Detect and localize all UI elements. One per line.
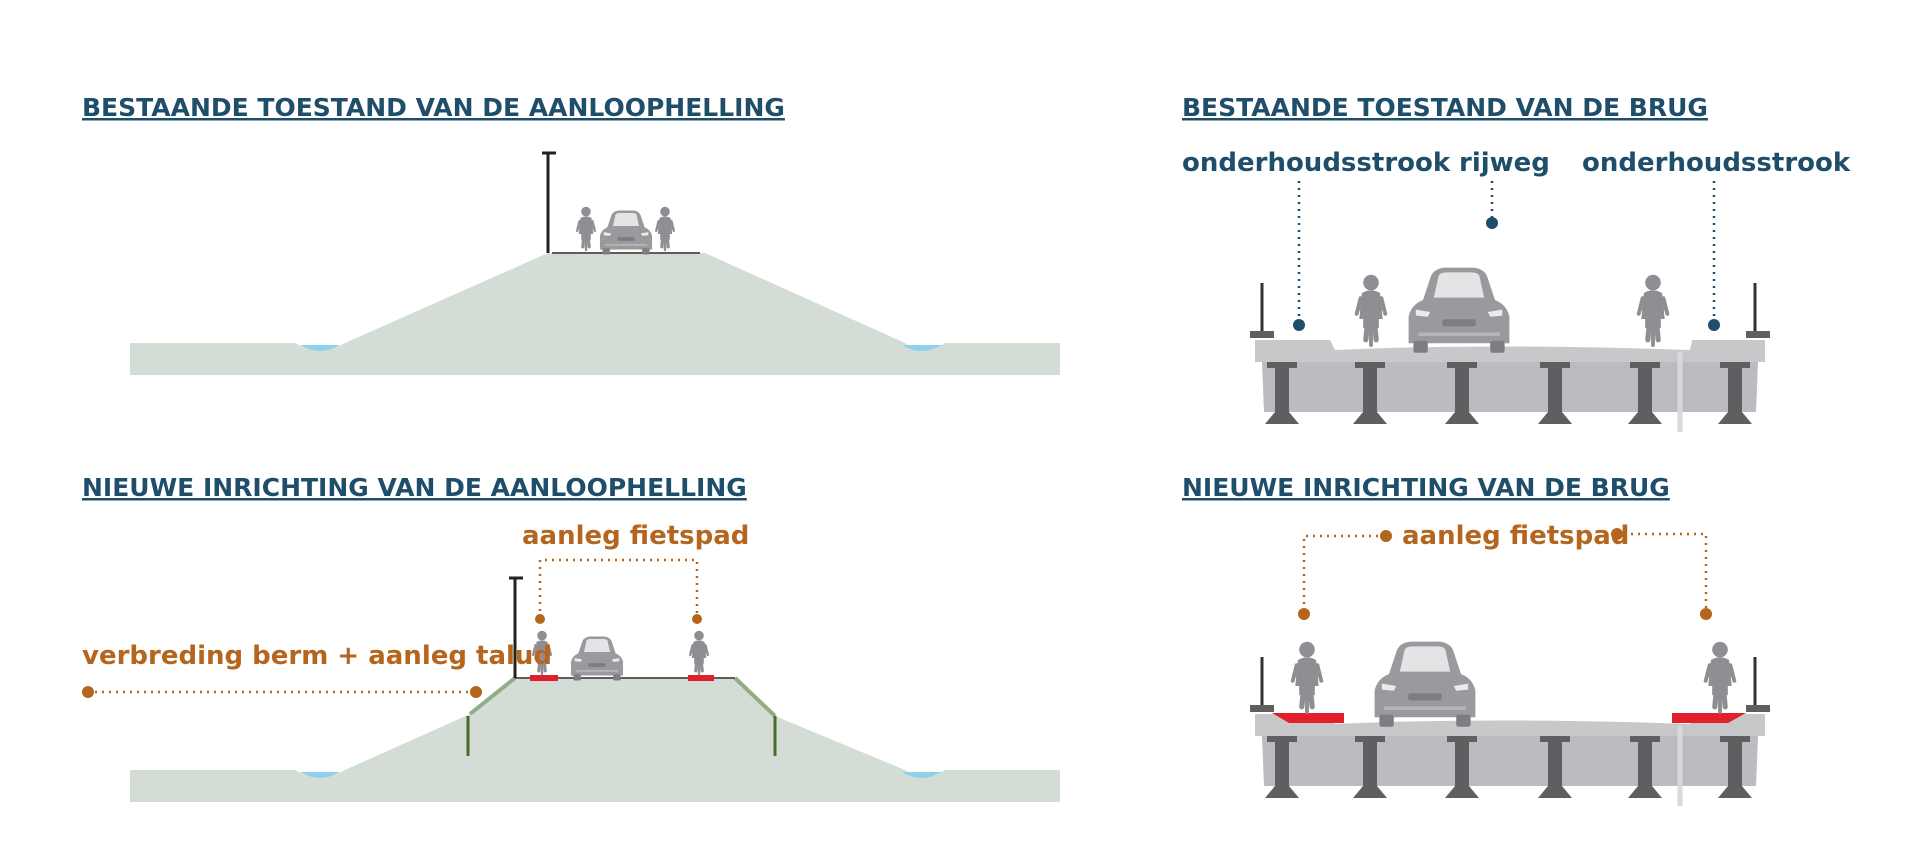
title-existing-bridge: BESTAANDE TOESTAND VAN DE BRUG <box>1182 93 1708 122</box>
leader-line <box>1302 534 1386 611</box>
leader-dot <box>1298 608 1310 620</box>
existing-ramp-section <box>130 151 1060 375</box>
leader-dot <box>82 686 94 698</box>
car-icon <box>1408 267 1510 353</box>
leader-line <box>538 558 699 618</box>
bridge-beam <box>1262 736 1758 786</box>
cyclist-icon <box>1293 642 1322 712</box>
lamp-post-icon <box>542 151 556 253</box>
bike-path <box>1672 713 1746 723</box>
railing-icon <box>1746 705 1770 712</box>
label-bike-path: aanleg fietspad <box>522 521 749 551</box>
water-ditch <box>300 345 340 351</box>
leader-dot <box>1611 528 1623 540</box>
leader-dot <box>1293 319 1305 331</box>
label-maintenance-strip-right: onderhoudsstrook <box>1582 148 1851 178</box>
water-ditch <box>300 772 340 778</box>
cyclist-icon <box>1357 275 1386 345</box>
bike-path <box>688 675 714 681</box>
title-new-ramp: NIEUWE INRICHTING VAN DE AANLOOPHELLING <box>82 473 747 502</box>
new-bridge-section: aanleg fietspad <box>1250 521 1770 806</box>
leader-dot <box>1486 217 1498 229</box>
cyclist-icon <box>1706 642 1735 712</box>
label-maintenance-strip-left: onderhoudsstrook <box>1182 148 1451 178</box>
leader-dot <box>470 686 482 698</box>
railing-icon <box>1250 705 1274 712</box>
label-roadway: rijweg <box>1459 148 1550 178</box>
title-new-bridge: NIEUWE INRICHTING VAN DE BRUG <box>1182 473 1670 502</box>
bike-path <box>530 675 558 681</box>
leader-line <box>1617 532 1708 611</box>
car-icon <box>570 636 624 681</box>
existing-bridge-section: onderhoudsstrook rijweg onderhoudsstrook <box>1182 148 1851 432</box>
railing-icon <box>1746 331 1770 338</box>
lamp-post-icon <box>509 576 523 678</box>
water-ditch <box>902 345 942 351</box>
label-bike-path: aanleg fietspad <box>1402 521 1629 551</box>
label-berm-widening: verbreding berm + aanleg talud <box>82 641 552 671</box>
leader-dot <box>1708 319 1720 331</box>
new-talud <box>733 676 777 718</box>
bridge-deck <box>1255 714 1765 736</box>
new-ramp-section: aanleg fietspad verbreding berm + aanleg… <box>82 521 1060 802</box>
bridge-deck <box>1255 340 1765 362</box>
bike-path <box>1272 713 1344 723</box>
leader-dot <box>535 614 545 624</box>
title-existing-ramp: BESTAANDE TOESTAND VAN DE AANLOOPHELLING <box>82 93 785 122</box>
cyclist-icon <box>688 629 710 676</box>
cyclist-icon <box>1639 275 1668 345</box>
water-ditch <box>902 772 942 778</box>
car-icon <box>1374 641 1476 727</box>
leader-dot <box>1380 530 1392 542</box>
leader-dot <box>692 614 702 624</box>
cyclist-icon <box>654 205 676 252</box>
cyclist-icon <box>575 205 597 252</box>
embankment <box>130 678 1060 802</box>
embankment <box>130 253 1060 375</box>
leader-dot <box>1700 608 1712 620</box>
car-icon <box>599 210 653 255</box>
railing-icon <box>1250 331 1274 338</box>
new-talud <box>468 676 517 716</box>
bridge-beam <box>1262 362 1758 412</box>
